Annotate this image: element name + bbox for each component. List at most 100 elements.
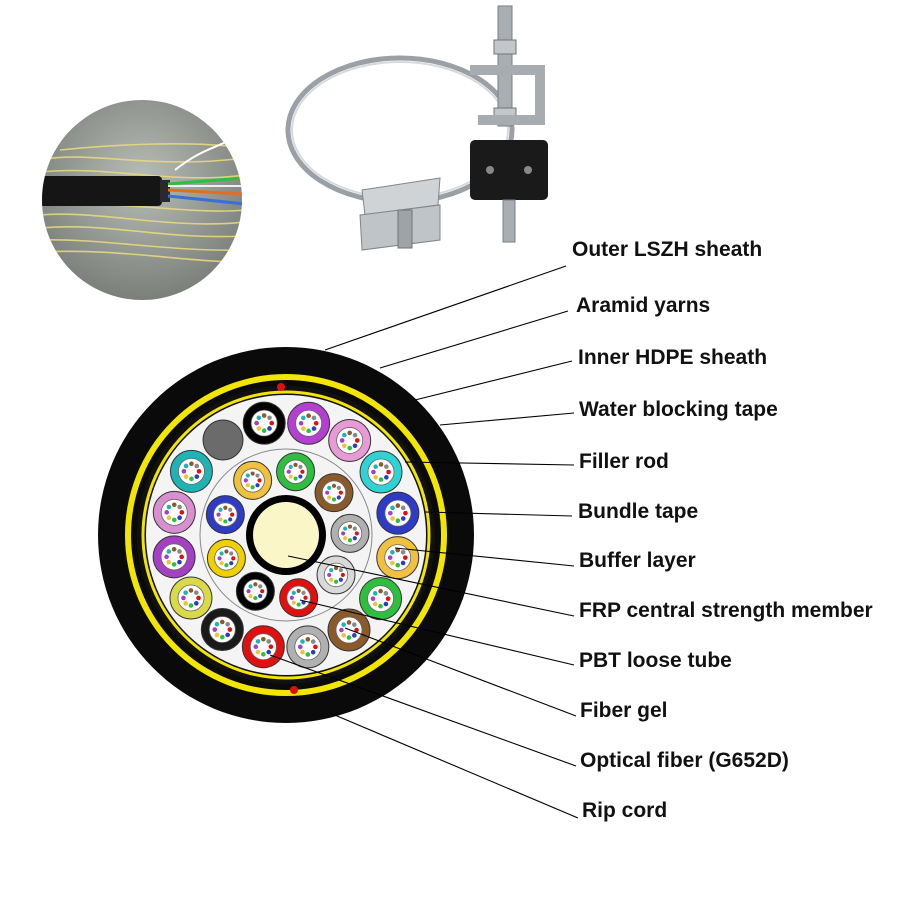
outer-tube-fiber	[306, 428, 311, 434]
outer-tube-fiber	[171, 517, 177, 523]
outer-tube-fiber	[400, 560, 406, 566]
outer-tube-fiber	[171, 546, 177, 552]
inner-tube-fiber	[246, 589, 251, 594]
leader-line	[269, 654, 577, 767]
outer-tube-fiber	[188, 588, 194, 593]
outer-tube-fiber	[347, 430, 352, 436]
outer-tube-fiber	[214, 621, 220, 627]
inner-tube-fiber	[255, 473, 260, 478]
inner-tube-fiber	[343, 536, 348, 541]
outer-tube-fiber	[194, 601, 199, 606]
outer-tube-fiber	[386, 469, 391, 475]
outer-tube-fiber	[390, 516, 395, 521]
inner-tube-fiber	[338, 490, 343, 495]
outer-tube-fiber	[255, 649, 261, 655]
outer-tube-fiber	[346, 620, 352, 625]
outer-tube-fiber	[220, 619, 225, 625]
inner-tube-fiber	[289, 595, 294, 600]
outer-tube-fiber	[177, 549, 182, 554]
inner-tube-fiber	[331, 497, 337, 502]
inner-tube-fiber	[219, 551, 224, 556]
inner-tube-fiber	[336, 485, 341, 490]
outer-tube-fiber	[164, 510, 170, 515]
outer-tube-fiber	[298, 420, 304, 426]
filler-rod	[202, 419, 244, 461]
outer-tube-fiber	[225, 621, 230, 627]
inner-tube-fiber	[329, 577, 334, 582]
outer-tube-fiber	[179, 510, 185, 515]
outer-tube-fiber	[194, 474, 200, 479]
inner-tube-fiber	[223, 519, 228, 524]
outer-tube-fiber	[183, 463, 189, 469]
outer-tube-fiber	[354, 627, 359, 633]
outer-tube-fiber	[390, 505, 395, 511]
outer-tube-fiber	[352, 633, 357, 638]
label-frp-central-strength-member: FRP central strength member	[579, 599, 873, 622]
outer-tube-fiber	[196, 595, 201, 601]
outer-tube-fiber	[164, 554, 169, 560]
outer-tube-fiber	[266, 649, 272, 655]
frp-central-member	[253, 502, 319, 568]
outer-tube-fiber	[352, 443, 358, 449]
outer-tube-fiber	[403, 510, 408, 516]
outer-tube-fiber	[177, 559, 182, 565]
leader-line	[379, 310, 569, 369]
outer-tube-fiber	[196, 469, 202, 474]
outer-tube-fiber	[227, 627, 233, 632]
inner-tube-fiber	[293, 462, 298, 467]
rip-cord-top	[277, 383, 285, 391]
inner-tube-fiber	[291, 600, 296, 605]
inner-tube-fiber	[291, 590, 296, 595]
outer-tube-fiber	[370, 596, 376, 601]
inner-tube-fiber	[228, 517, 233, 522]
inner-tube-fiber	[218, 507, 223, 512]
outer-tube-fiber	[268, 644, 274, 650]
outer-tube-fiber	[341, 633, 346, 638]
inner-tube-fiber	[288, 464, 293, 469]
outer-tube-fiber	[253, 644, 259, 650]
leader-line	[287, 555, 575, 617]
outer-tube-fiber	[254, 420, 259, 426]
outer-tube-fiber	[166, 549, 172, 554]
outer-tube-fiber	[354, 438, 360, 443]
inner-tube-fiber	[340, 572, 345, 578]
outer-tube-fiber	[385, 596, 391, 601]
outer-tube-fiber	[183, 474, 189, 479]
outer-tube-fiber	[214, 632, 220, 638]
inner-tube-fiber	[245, 473, 250, 478]
inner-tube-fiber	[229, 561, 234, 566]
outer-tube-fiber	[395, 562, 401, 568]
outer-tube-fiber	[352, 432, 358, 438]
inner-tube-fiber	[286, 469, 291, 474]
outer-tube-fiber	[310, 639, 316, 644]
leader-line	[424, 511, 573, 517]
outer-tube-fiber	[400, 505, 406, 511]
outer-tube-fiber	[188, 603, 194, 608]
outer-tube-fiber	[402, 555, 408, 560]
leader-line	[404, 461, 575, 466]
buffer-ring	[199, 448, 373, 622]
outer-tube-fiber	[171, 502, 177, 508]
outer-tube-fiber	[313, 644, 318, 650]
inner-tube-fiber	[224, 563, 229, 568]
inner-tube-fiber	[301, 590, 306, 595]
outer-tube-fiber	[352, 622, 357, 627]
inner-tube-fiber	[329, 567, 334, 573]
inner-tube-fiber	[338, 577, 343, 582]
outer-tube-fiber	[378, 588, 383, 594]
outer-tube-fiber	[305, 637, 311, 642]
outer-tube-fiber	[267, 415, 272, 421]
inner-tube-fiber	[250, 471, 255, 476]
outer-tube-fiber	[261, 651, 266, 657]
outer-tube-fiber	[166, 504, 172, 510]
outer-tube-fiber	[310, 649, 316, 655]
outer-tube-fiber	[171, 562, 177, 567]
outer-tube-fiber	[306, 413, 311, 419]
inner-tube-fiber	[338, 567, 343, 573]
outer-tube-fiber	[177, 504, 182, 510]
label-optical-fiber: Optical fiber (G652D)	[580, 749, 789, 772]
inner-tube-fiber	[258, 584, 263, 589]
